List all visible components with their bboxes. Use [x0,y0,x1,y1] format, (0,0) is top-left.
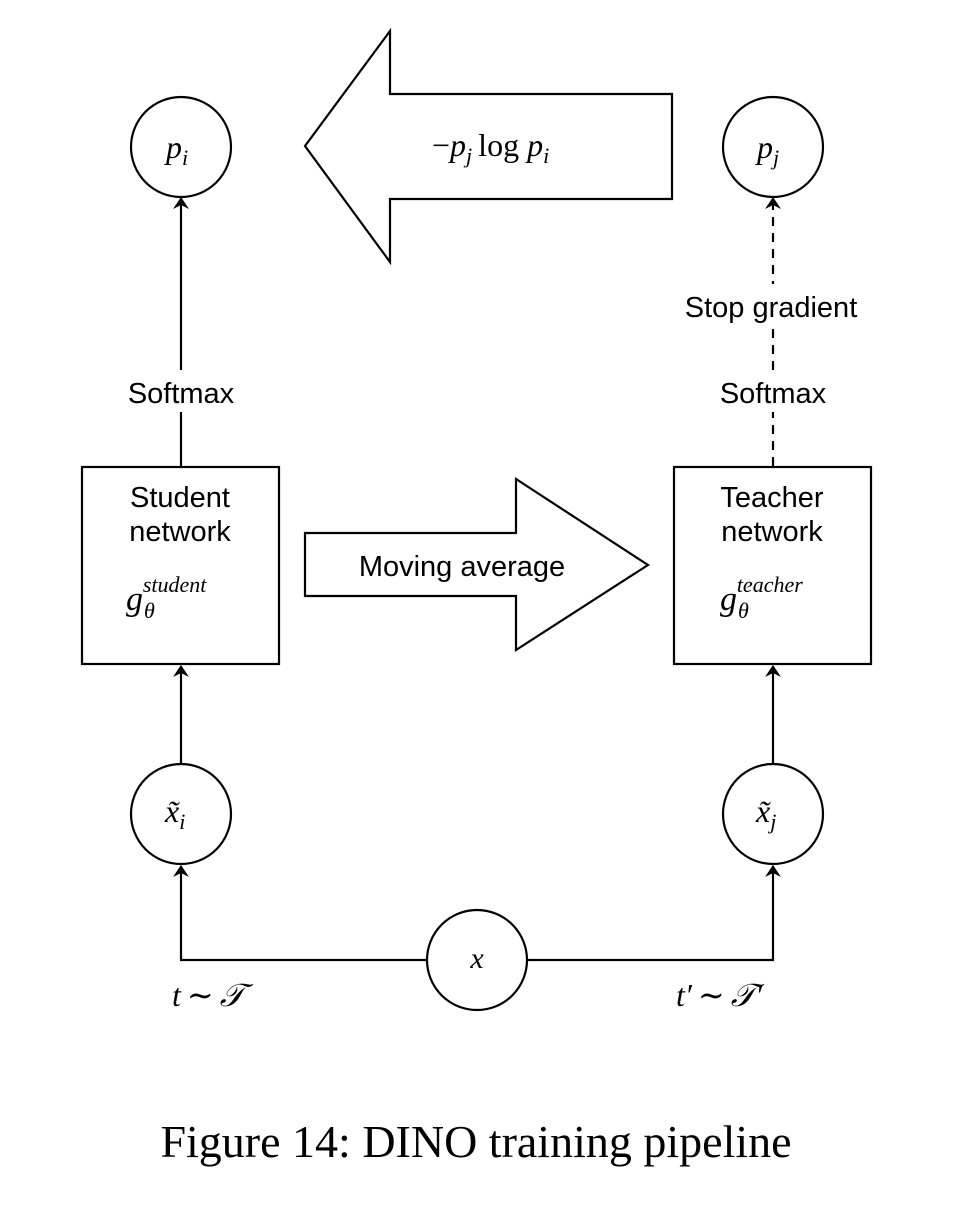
student-network-box: Student network gθstudent [80,465,281,666]
student-softmax-label: Softmax [128,378,235,410]
teacher-softmax-label: Softmax [720,378,827,410]
student-title-line2: network [129,516,231,548]
figure-caption: Figure 14: DINO training pipeline [160,1116,791,1167]
node-p-i: pi [129,95,233,199]
node-x-tilde-j: x̃j [721,762,825,866]
node-x-tilde-i: x̃i [129,762,233,866]
student-transform-label: t∼𝒯 [172,977,254,1013]
edge-x-to-xtilde-i [173,865,428,962]
moving-average-label: Moving average [359,551,565,583]
teacher-network-box: Teacher network gθteacher [672,465,873,666]
moving-average-arrow: Moving average [303,476,651,653]
edge-x-to-xtilde-j [526,865,781,962]
teacher-title-line2: network [721,516,823,548]
svg-text:x: x [469,942,484,975]
teacher-title-line1: Teacher [720,482,824,514]
svg-text:x̃j: x̃j [755,793,776,834]
svg-text:pi: pi [164,129,188,170]
node-p-j: pj [721,95,825,199]
stop-gradient-label: Stop gradient [685,292,858,324]
svg-text:x̃i: x̃i [164,793,185,834]
svg-text:pj: pj [755,129,779,170]
student-title-line1: Student [130,482,230,514]
node-x: x [425,908,529,1012]
student-symbol: gθstudent [126,572,207,623]
teacher-symbol: gθteacher [720,572,803,623]
teacher-transform-label: t′∼𝒯′ [676,977,765,1013]
